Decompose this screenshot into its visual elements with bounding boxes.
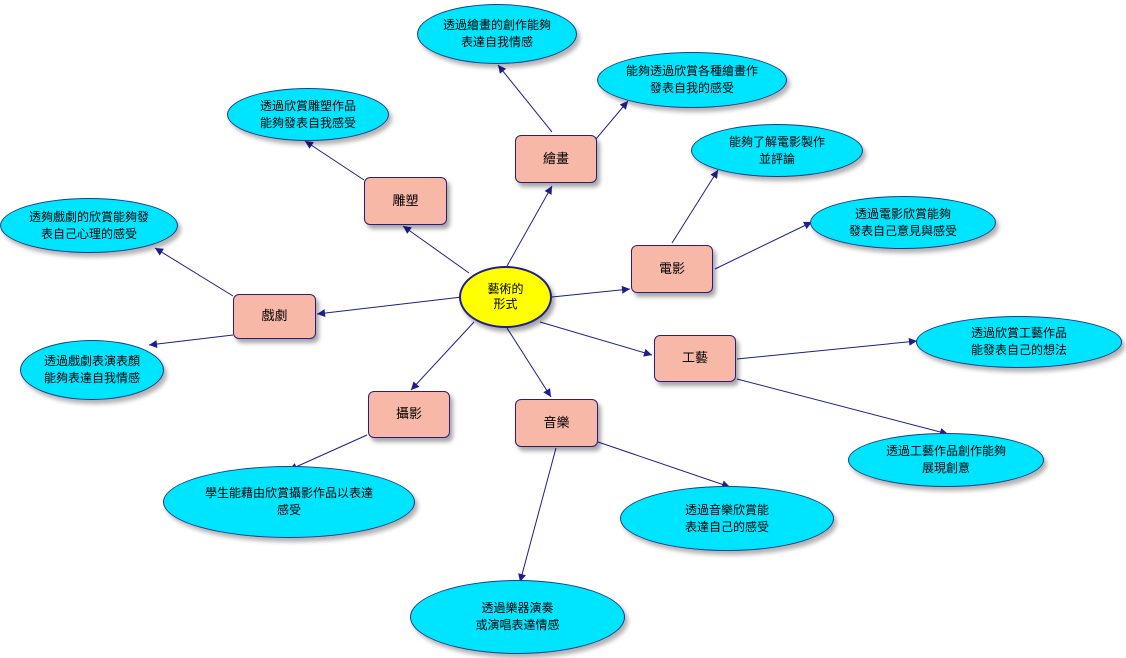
category-music[interactable]: 音樂	[515, 399, 598, 447]
outcome-label: 透過戲劇表演表顏 能夠表達自我情感	[43, 354, 140, 385]
link-painting-outcome-2	[595, 100, 629, 140]
outcome-film-1[interactable]: 能夠了解電影製作 並評論	[691, 124, 863, 177]
outcome-painting-2[interactable]: 能夠透過欣賞各種繪畫作 發表自我的感受	[597, 52, 787, 108]
outcome-music-2[interactable]: 透過樂器演奏 或演唱表達情感	[410, 580, 625, 654]
outcome-label: 透過音樂欣賞能 表達自己的感受	[684, 502, 769, 534]
link-crafts-outcome-2	[736, 378, 949, 436]
outcome-crafts-2[interactable]: 透過工藝作品創作能夠 展現創意	[848, 433, 1044, 487]
outcome-photography-1[interactable]: 學生能藉由欣賞攝影作品以表達 感受	[163, 466, 415, 538]
category-label: 電影	[658, 261, 685, 277]
category-film[interactable]: 電影	[631, 245, 713, 293]
link-film-outcome-2	[714, 221, 813, 270]
link-drama-outcome-2	[148, 334, 234, 349]
outcome-film-2[interactable]: 透過電影欣賞能夠 發表自己意見與感受	[810, 196, 996, 249]
category-label: 音樂	[543, 415, 570, 431]
category-sculpture[interactable]: 雕塑	[364, 177, 447, 225]
link-center-drama	[316, 296, 463, 318]
category-label: 工藝	[681, 351, 708, 366]
outcome-drama-1[interactable]: 透夠戲劇的欣賞能夠發 表自己心理的感受	[0, 198, 178, 253]
center-node[interactable]: 藝術的 形式	[459, 266, 552, 328]
link-photography-outcome-1	[288, 434, 368, 471]
outcome-label: 透過工藝作品創作能夠 展現創意	[885, 444, 1006, 475]
category-label: 雕塑	[392, 193, 419, 209]
link-film-outcome-1	[671, 169, 719, 244]
outcome-label: 能夠透過欣賞各種繪畫作 發表自我的感受	[625, 64, 758, 95]
outcome-painting-1[interactable]: 透過繪畫的創作能夠 表達自我情感	[417, 4, 577, 64]
category-photography[interactable]: 攝影	[368, 391, 450, 438]
outcome-label: 能夠了解電影製作 並評論	[728, 134, 825, 166]
category-label: 繪畫	[542, 151, 569, 167]
category-painting[interactable]: 繪畫	[515, 135, 597, 183]
outcome-label: 透過電影欣賞能夠 發表自己意見與感受	[848, 206, 957, 238]
link-center-photography	[410, 321, 475, 391]
outcome-label: 學生能藉由欣賞攝影作品以表達 感受	[204, 486, 373, 517]
outcome-label: 透夠戲劇的欣賞能夠發 表自己心理的感受	[28, 209, 149, 241]
outcome-label: 透過欣賞雕塑作品 能夠發表自我感受	[259, 98, 356, 130]
link-center-crafts	[539, 321, 653, 357]
link-crafts-outcome-1	[736, 337, 918, 360]
outcome-crafts-1[interactable]: 透過欣賞工藝作品 能發表自己的想法	[916, 316, 1122, 368]
category-crafts[interactable]: 工藝	[654, 335, 736, 382]
link-center-painting	[506, 185, 553, 267]
outcome-drama-2[interactable]: 透過戲劇表演表顏 能夠表達自我情感	[20, 340, 164, 400]
link-center-film	[551, 285, 631, 298]
link-painting-outcome-1	[497, 64, 553, 133]
category-label: 攝影	[395, 407, 422, 422]
link-center-music	[506, 327, 552, 398]
link-sculpture-outcome-1	[304, 140, 365, 181]
link-drama-outcome-1	[154, 247, 234, 297]
link-music-outcome-1	[597, 441, 731, 489]
outcome-label: 透過樂器演奏 或演唱表達情感	[475, 601, 560, 632]
category-drama[interactable]: 戲劇	[233, 294, 316, 339]
category-label: 戲劇	[261, 309, 288, 324]
outcome-sculpture-1[interactable]: 透過欣賞雕塑作品 能夠發表自我感受	[227, 88, 389, 141]
link-music-outcome-2	[518, 447, 557, 583]
outcome-music-1[interactable]: 透過音樂欣賞能 表達自己的感受	[620, 486, 834, 551]
link-center-sculpture	[402, 225, 470, 274]
center-label: 藝術的 形式	[487, 282, 524, 311]
outcome-label: 透過欣賞工藝作品 能發表自己的想法	[970, 326, 1067, 357]
outcome-label: 透過繪畫的創作能夠 表達自我情感	[442, 18, 551, 49]
